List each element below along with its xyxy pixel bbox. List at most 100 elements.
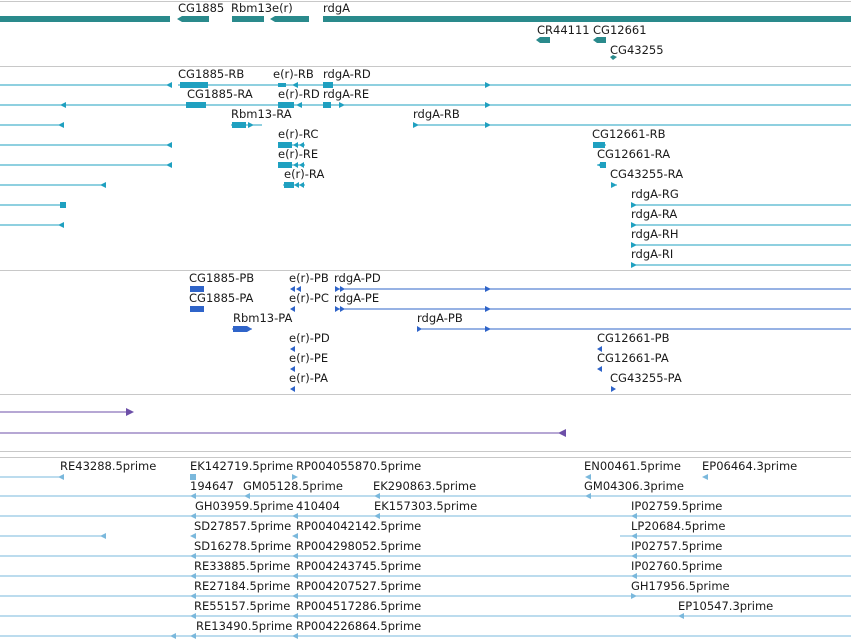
transcript-exon[interactable] xyxy=(60,202,66,208)
transcript-arrow[interactable] xyxy=(339,102,345,108)
gene-feature-e-r[interactable] xyxy=(270,16,309,22)
transcript-arrow[interactable] xyxy=(60,102,66,108)
transcript-arrow[interactable] xyxy=(299,162,304,168)
transcript-arrow[interactable] xyxy=(166,82,172,88)
est-arrow[interactable] xyxy=(585,493,591,499)
est-arrow[interactable] xyxy=(170,633,176,639)
transcript-arrow[interactable] xyxy=(631,202,637,208)
cds-arrow[interactable] xyxy=(611,386,616,392)
est-arrow[interactable] xyxy=(244,493,250,499)
est-arrow[interactable] xyxy=(631,513,637,519)
est-arrow[interactable] xyxy=(190,613,196,619)
cds-arrow[interactable] xyxy=(340,306,345,312)
est-arrow[interactable] xyxy=(100,533,106,539)
transcript-arrow[interactable] xyxy=(631,222,637,228)
est-arrow[interactable] xyxy=(190,533,196,539)
cds-arrow[interactable] xyxy=(597,366,602,372)
transcript-arrow[interactable] xyxy=(299,182,304,188)
est-arrow[interactable] xyxy=(631,573,637,579)
est-arrow[interactable] xyxy=(292,573,298,579)
transcript-arrow[interactable] xyxy=(413,122,419,128)
est-arrow[interactable] xyxy=(631,533,637,539)
est-arrow[interactable] xyxy=(292,613,298,619)
insertion-arrow[interactable] xyxy=(558,429,566,437)
transcript-arrow[interactable] xyxy=(631,242,637,248)
transcript-arrow[interactable] xyxy=(485,102,491,108)
est-arrow[interactable] xyxy=(292,593,298,599)
est-arrow[interactable] xyxy=(190,553,196,559)
transcript-exon[interactable] xyxy=(278,162,292,168)
cds-arrow[interactable] xyxy=(247,326,252,332)
transcript-exon[interactable] xyxy=(323,82,333,88)
transcript-exon[interactable] xyxy=(232,122,246,128)
transcript-arrow[interactable] xyxy=(485,122,491,128)
gene-feature-Rbm13[interactable] xyxy=(232,16,264,22)
cds-arrow[interactable] xyxy=(340,286,345,292)
transcript-arrow[interactable] xyxy=(58,222,64,228)
gene-feature-CG43255[interactable] xyxy=(610,55,617,60)
transcript-arrow[interactable] xyxy=(166,142,172,148)
transcript-arrow[interactable] xyxy=(100,182,106,188)
cds-arrow[interactable] xyxy=(296,286,301,292)
transcript-exon[interactable] xyxy=(323,102,331,108)
est-arrow[interactable] xyxy=(292,553,298,559)
cds-block[interactable] xyxy=(190,306,204,312)
transcript-arrow[interactable] xyxy=(611,182,617,188)
transcript-exon[interactable] xyxy=(593,142,605,148)
transcript-arrow[interactable] xyxy=(292,82,298,88)
transcript-arrow[interactable] xyxy=(294,182,299,188)
cds-arrow[interactable] xyxy=(335,306,340,312)
transcript-exon[interactable] xyxy=(180,82,208,88)
transcript-arrow[interactable] xyxy=(166,162,172,168)
gene-feature-left[interactable] xyxy=(0,16,170,22)
est-arrow[interactable] xyxy=(702,474,708,480)
cds-arrow[interactable] xyxy=(485,326,491,332)
est-arrow[interactable] xyxy=(292,513,298,519)
est-arrow[interactable] xyxy=(631,593,637,599)
transcript-arrow[interactable] xyxy=(248,122,254,128)
cds-arrow[interactable] xyxy=(597,346,602,352)
cds-block[interactable] xyxy=(233,326,247,332)
transcript-exon[interactable] xyxy=(278,83,286,87)
transcript-exon[interactable] xyxy=(284,182,294,188)
transcript-arrow[interactable] xyxy=(293,162,298,168)
cds-arrow[interactable] xyxy=(417,326,422,332)
est-arrow[interactable] xyxy=(292,633,298,639)
gene-feature-rdgA[interactable] xyxy=(323,16,851,22)
transcript-exon[interactable] xyxy=(278,102,294,108)
est-arrow[interactable] xyxy=(58,474,64,480)
transcript-exon[interactable] xyxy=(186,102,206,108)
gene-feature-CG12661[interactable] xyxy=(593,37,606,43)
cds-arrow[interactable] xyxy=(290,346,295,352)
transcript-arrow[interactable] xyxy=(296,102,302,108)
est-block[interactable] xyxy=(190,474,196,480)
cds-arrow[interactable] xyxy=(335,286,340,292)
cds-arrow[interactable] xyxy=(290,366,295,372)
est-arrow[interactable] xyxy=(678,613,684,619)
cds-arrow[interactable] xyxy=(290,286,295,292)
cds-arrow[interactable] xyxy=(290,386,295,392)
cds-block[interactable] xyxy=(190,286,204,292)
transcript-arrow[interactable] xyxy=(293,142,298,148)
transcript-exon[interactable] xyxy=(600,162,606,168)
est-arrow[interactable] xyxy=(292,533,298,539)
est-arrow[interactable] xyxy=(190,593,196,599)
transcript-arrow[interactable] xyxy=(485,82,491,88)
cds-arrow[interactable] xyxy=(485,286,491,292)
cds-arrow[interactable] xyxy=(290,306,295,312)
transcript-arrow[interactable] xyxy=(58,122,64,128)
transcript-arrow[interactable] xyxy=(299,142,304,148)
gene-feature-CR44111[interactable] xyxy=(536,37,550,43)
cds-arrow[interactable] xyxy=(485,306,491,312)
est-arrow[interactable] xyxy=(631,553,637,559)
transcript-arrow[interactable] xyxy=(631,262,637,268)
est-arrow[interactable] xyxy=(292,474,298,480)
gene-feature-CG1885[interactable] xyxy=(177,16,209,22)
est-arrow[interactable] xyxy=(190,633,196,639)
insertion-arrow[interactable] xyxy=(126,408,134,416)
est-arrow[interactable] xyxy=(190,573,196,579)
est-arrow[interactable] xyxy=(585,474,591,480)
est-arrow[interactable] xyxy=(374,513,380,519)
est-arrow[interactable] xyxy=(190,493,196,499)
transcript-exon[interactable] xyxy=(278,142,292,148)
